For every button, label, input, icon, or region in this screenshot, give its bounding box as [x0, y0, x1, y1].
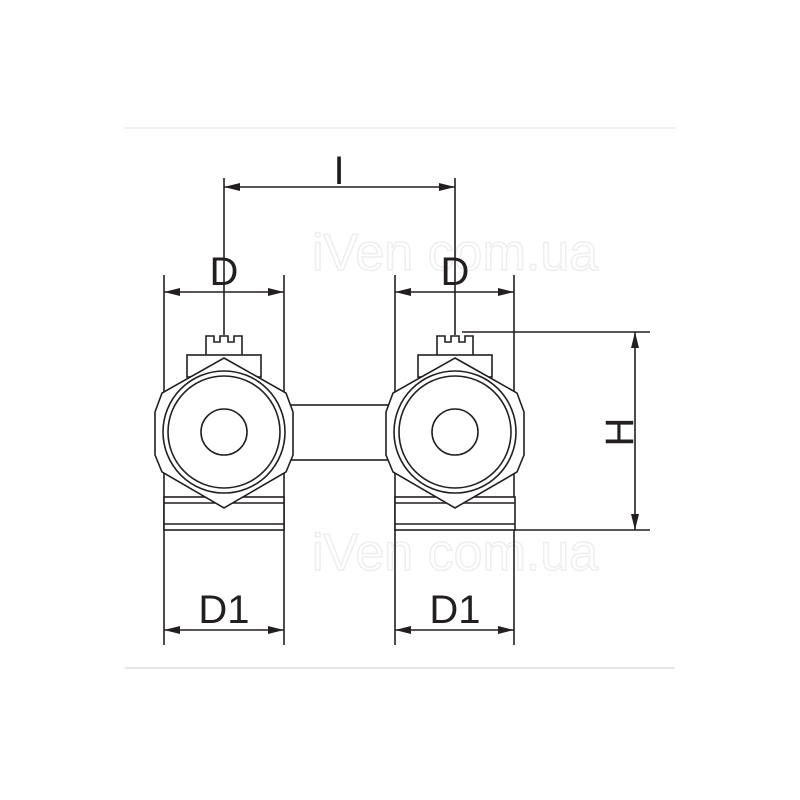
- screw-stem: [205, 335, 243, 355]
- valve-left: [154, 335, 294, 531]
- label-d1-right: D1: [429, 588, 480, 632]
- label-d-left: D: [210, 250, 239, 294]
- label-height: H: [598, 418, 642, 447]
- label-d1-left: D1: [198, 588, 249, 632]
- outer-thread-ring: [393, 370, 517, 494]
- label-spacing: I: [333, 149, 344, 193]
- valve-right: [385, 335, 525, 531]
- outer-thread-ring: [162, 370, 286, 494]
- screw-stem: [436, 335, 474, 355]
- inner-bore: [200, 408, 248, 456]
- label-d-right: D: [441, 250, 470, 294]
- dimension-lines: [164, 183, 639, 634]
- inner-bore: [431, 408, 479, 456]
- connecting-pipe: [284, 404, 396, 461]
- watermark-text: iVen com.ua: [312, 524, 598, 582]
